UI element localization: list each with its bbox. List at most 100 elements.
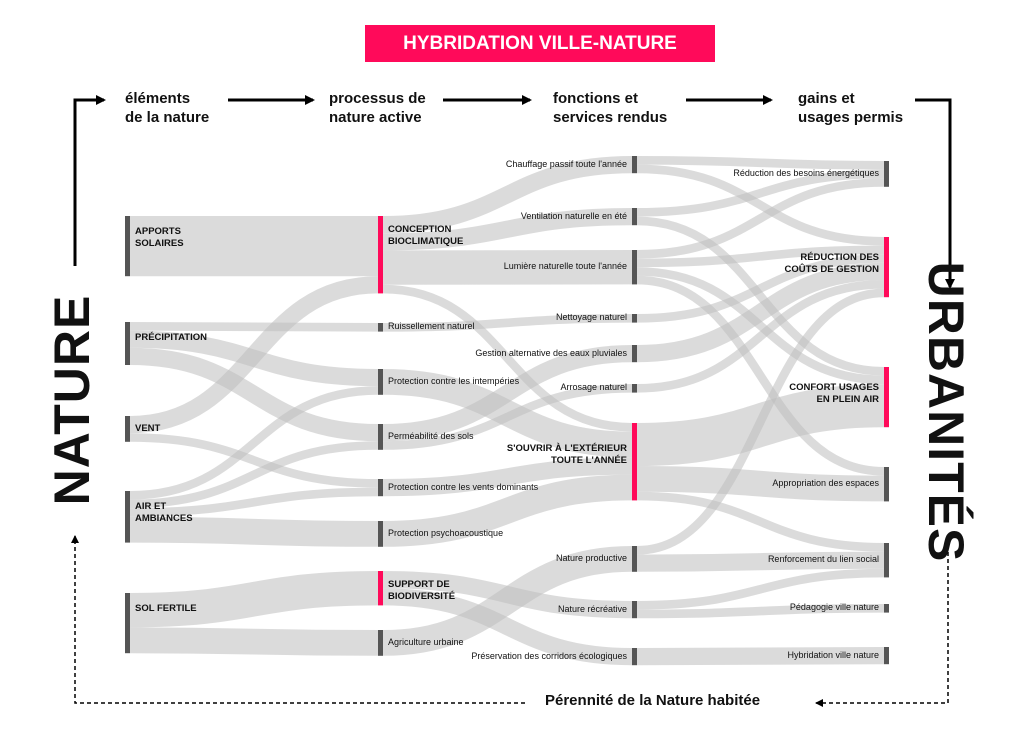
link-lumiere-approp: [636, 275, 885, 476]
link-precip-ruiss: [129, 322, 379, 332]
nature-label: NATURE: [44, 294, 100, 506]
node-label-intemp: Protection contre les intempéries: [388, 375, 520, 386]
node-bar-arros: [632, 384, 637, 393]
node-bar-sol: [125, 593, 130, 654]
node-label-arros: Arrosage naturel: [560, 382, 627, 393]
node-bar-intemp: [378, 369, 383, 395]
link-ventil-besoins: [636, 169, 885, 217]
urbanites-label: URBANITÉS: [918, 261, 974, 563]
nature-up-arrow: [73, 95, 106, 266]
header-fonctions: fonctions et services rendus: [553, 90, 668, 126]
node-bar-gestion: [632, 345, 637, 363]
link-ruiss-nettoy: [382, 314, 633, 332]
link-psycho-ouvrir: [382, 474, 633, 547]
node-bar-couts: [884, 237, 889, 298]
node-label-concep: CONCEPTION BIOCLIMATIQUE: [388, 224, 464, 247]
link-air-perm: [129, 441, 379, 509]
node-bar-ventil: [632, 208, 637, 226]
link-nettoy-couts: [636, 254, 885, 323]
link-precip-perm: [129, 347, 379, 442]
link-lumiere-couts: [636, 245, 885, 268]
node-label-perm: Perméabilité des sols: [388, 430, 474, 441]
link-arros-couts: [636, 280, 885, 393]
urbanites-down-arrow: [915, 98, 955, 289]
link-ventil-confort: [636, 216, 885, 376]
node-bar-psycho: [378, 521, 383, 547]
node-label-ventil: Ventilation naturelle en été: [520, 210, 627, 221]
node-bar-approp: [884, 467, 889, 502]
node-bar-apports: [125, 216, 130, 277]
link-vent-ventsdom: [129, 433, 379, 488]
link-agri-natprod: [382, 546, 633, 656]
node-label-approp: Appropriation des espaces: [772, 478, 879, 489]
link-ventsdom-ouvrir: [382, 457, 633, 497]
node-label-renfort: Renforcement du lien social: [767, 554, 879, 565]
node-label-air: AIR ET AMBIANCES: [135, 501, 193, 524]
nodes-layer: [125, 156, 889, 666]
link-ouvrir-approp: [636, 466, 885, 502]
header-elements-nature: éléments de la nature: [125, 90, 210, 126]
link-air-intemp: [129, 386, 379, 500]
link-chauff-besoins: [636, 156, 885, 170]
node-bar-chauff: [632, 156, 637, 174]
link-ouvrir-renfort: [636, 491, 885, 552]
header-processus: processus de nature active: [329, 90, 426, 126]
node-label-preserv: Préservation des corridors écologiques: [471, 650, 627, 661]
node-bar-ruiss: [378, 323, 383, 332]
diagram-title: HYBRIDATION VILLE-NATURE: [365, 25, 715, 62]
node-label-couts: RÉDUCTION DES COÛTS DE GESTION: [784, 252, 879, 275]
node-label-pedag: Pédagogie ville nature: [789, 602, 879, 613]
dashed-return-left-arrow: [71, 535, 525, 704]
node-label-besoins: Réduction des besoins énergétiques: [733, 167, 879, 178]
node-label-lumiere: Lumière naturelle toute l'année: [503, 261, 627, 272]
node-label-agri: Agriculture urbaine: [388, 636, 464, 647]
node-label-natrec: Nature récréative: [557, 603, 627, 614]
node-bar-concep: [378, 216, 383, 294]
node-bar-biodiv: [378, 571, 383, 606]
node-bar-natrec: [632, 601, 637, 619]
link-gestion-couts: [636, 262, 885, 363]
node-bar-ventsdom: [378, 479, 383, 497]
node-label-confort: CONFORT USAGES EN PLEIN AIR: [789, 382, 879, 405]
node-bar-pedag: [884, 604, 889, 613]
link-lumiere-besoins: [636, 178, 885, 259]
link-concep-ventil: [382, 208, 633, 251]
link-natrec-pedag: [636, 604, 885, 619]
node-label-psycho: Protection psychoacoustique: [388, 527, 504, 538]
link-natrec-renfort: [636, 568, 885, 610]
node-bar-nettoy: [632, 314, 637, 323]
node-label-sol: SOL FERTILE: [135, 603, 197, 614]
node-label-gestion: Gestion alternative des eaux pluviales: [475, 347, 627, 358]
link-chauff-couts: [636, 164, 885, 246]
link-preserv-hybrid: [636, 647, 885, 666]
node-bar-preserv: [632, 648, 637, 666]
link-natprod-couts: [636, 288, 885, 555]
header-gains: gains et usages permis: [798, 90, 904, 126]
link-precip-intemp: [129, 330, 379, 387]
node-label-ouvrir: S'OUVRIR À L'EXTÉRIEUR TOUTE L'ANNÉE: [506, 443, 627, 466]
node-label-biodiv: SUPPORT DE BIODIVERSITÉ: [388, 579, 456, 602]
node-bar-besoins: [884, 161, 889, 187]
node-bar-precip: [125, 322, 130, 365]
node-label-nettoy: Nettoyage naturel: [555, 312, 627, 323]
node-bar-air: [125, 491, 130, 543]
link-concep-chauff: [382, 156, 633, 234]
node-bar-confort: [884, 367, 889, 428]
link-sol-agri: [129, 627, 379, 656]
node-bar-natprod: [632, 546, 637, 572]
node-bar-agri: [378, 630, 383, 656]
link-natprod-renfort: [636, 551, 885, 572]
link-concep-ouvrir: [382, 284, 633, 432]
node-bar-ouvrir: [632, 423, 637, 501]
node-label-apports: APPORTS SOLAIRES: [135, 226, 184, 249]
node-label-ventsdom: Protection contre les vents dominants: [388, 481, 539, 492]
node-bar-perm: [378, 424, 383, 450]
link-lumiere-confort: [636, 267, 885, 385]
link-perm-arros: [382, 384, 633, 450]
link-air-psycho: [129, 516, 379, 547]
dashed-return-right-arrow: [815, 545, 949, 707]
link-air-ventsdom: [129, 487, 379, 517]
node-bar-vent: [125, 416, 130, 442]
